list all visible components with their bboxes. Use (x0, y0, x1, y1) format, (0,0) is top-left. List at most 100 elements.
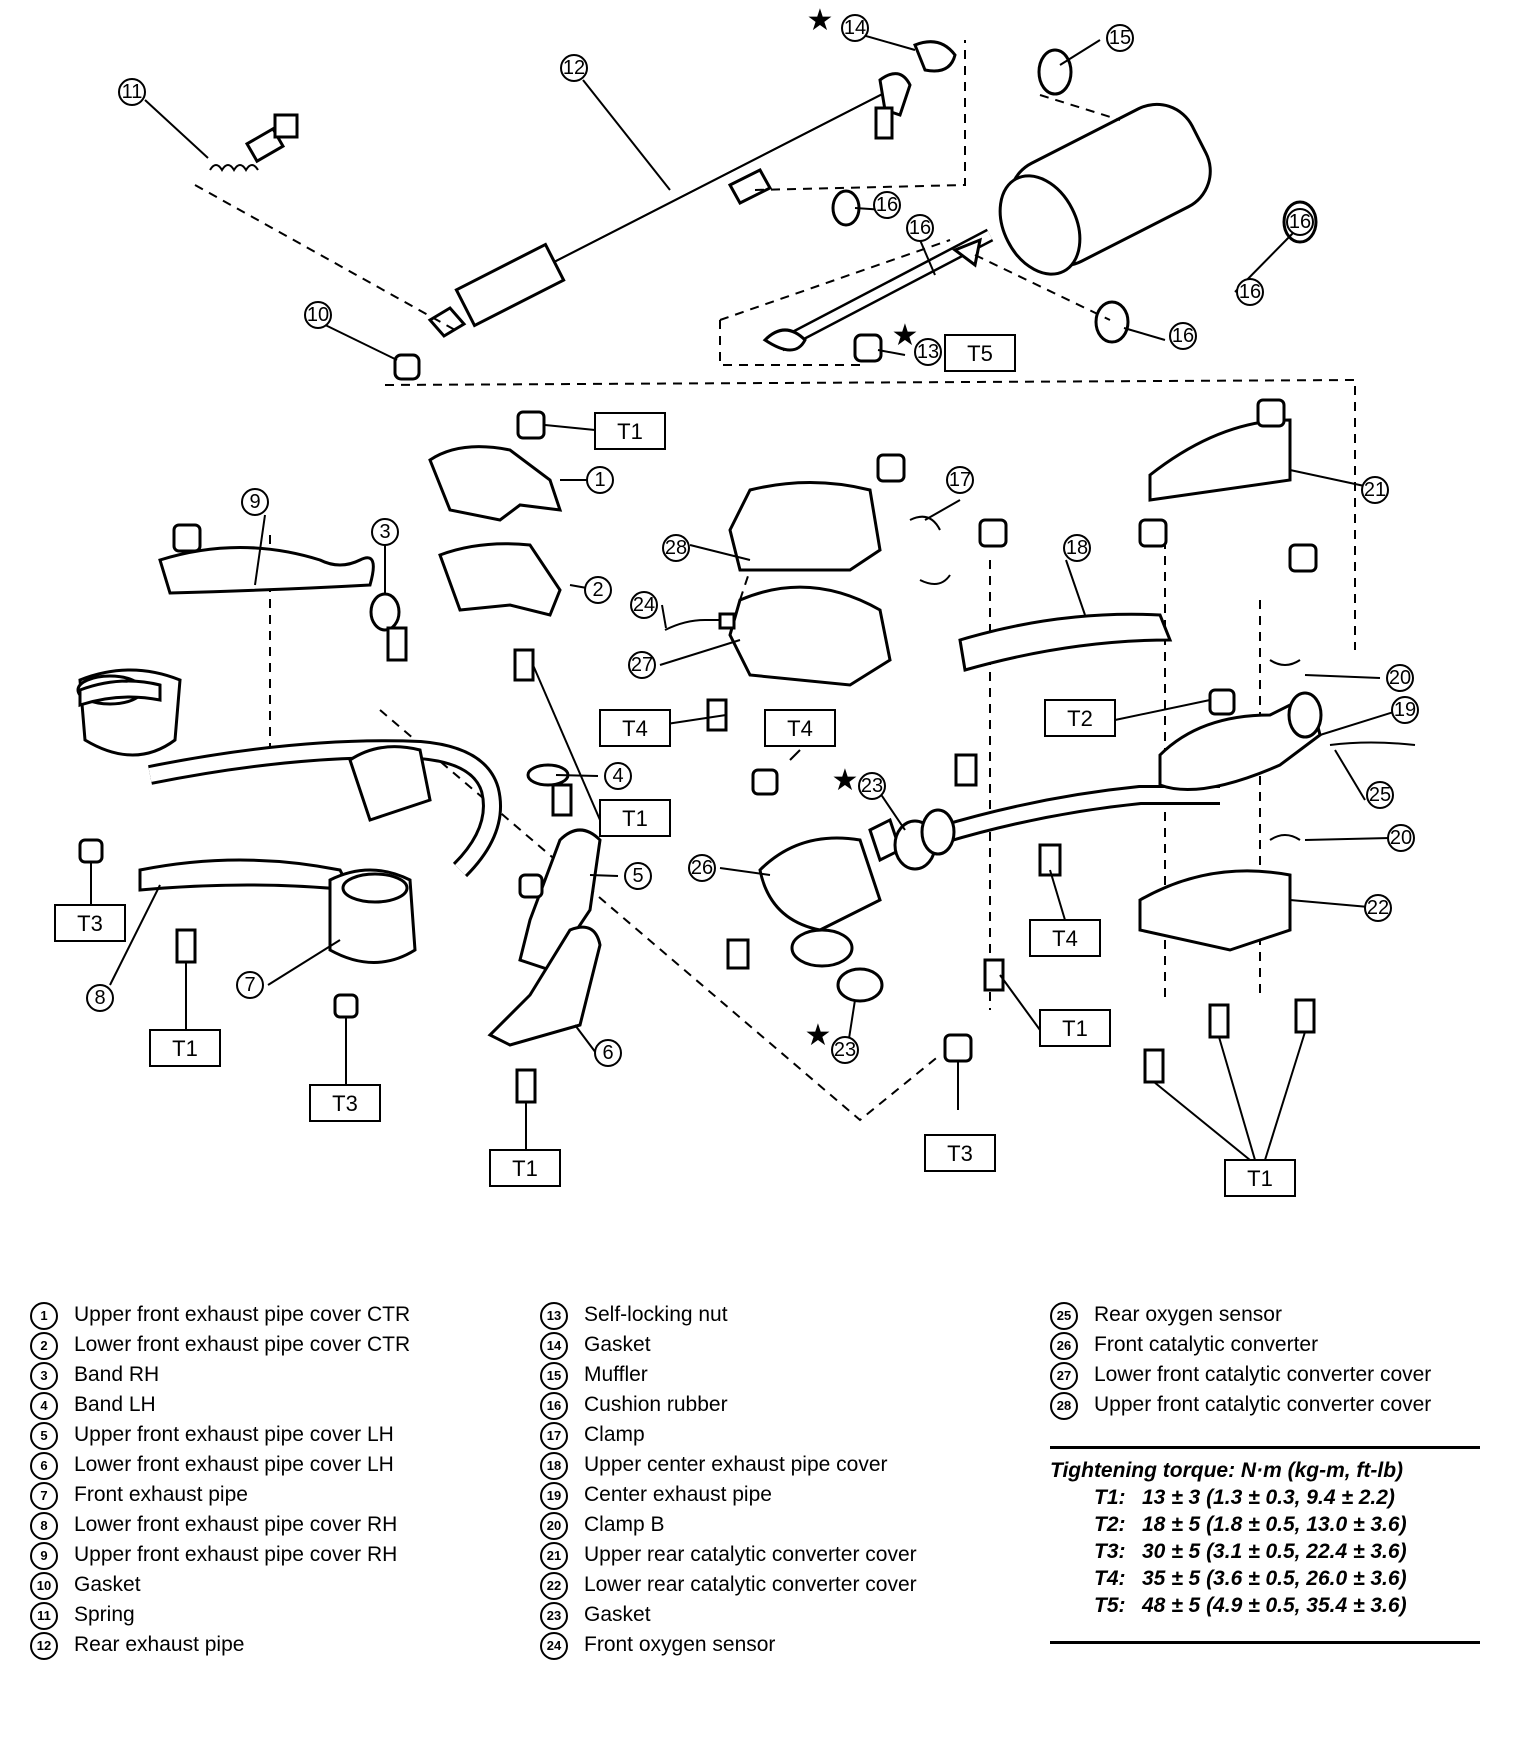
torque-box-frame (599, 709, 671, 747)
legend-item-number: 21 (540, 1542, 568, 1570)
legend-item-label: Lower front catalytic converter cover (1094, 1363, 1432, 1386)
torque-box-label: T3 (77, 911, 103, 936)
callout-number: 18 (1066, 537, 1088, 559)
legend-item-number: 5 (30, 1422, 58, 1450)
legend-item-number: 26 (1050, 1332, 1078, 1360)
legend-item-number: 4 (30, 1392, 58, 1420)
callout: 24 (630, 591, 658, 619)
rear-oxygen-sensor (1329, 741, 1416, 746)
torque-box-frame (489, 1149, 561, 1187)
callout: 27 (628, 651, 656, 679)
callout-number: 15 (1109, 27, 1131, 49)
legend-item-label: Upper front exhaust pipe cover RH (74, 1543, 398, 1566)
callout-number: 23 (834, 1039, 856, 1061)
callout-circle (86, 984, 114, 1012)
legend-item-label: Cushion rubber (584, 1393, 728, 1416)
callout-number: 6 (602, 1042, 613, 1064)
callout-number: 3 (379, 521, 390, 543)
legend-item-label: Front catalytic converter (1094, 1333, 1319, 1356)
torque-box: T1 (1039, 1009, 1111, 1047)
callout-number: 4 (612, 765, 623, 787)
torque-box: T3 (309, 1084, 381, 1122)
callout-circle (630, 591, 658, 619)
front-exhaust-pipe (76, 546, 502, 964)
callout-circle (604, 762, 632, 790)
legend-item-label: Front oxygen sensor (584, 1633, 776, 1656)
callout-circle (906, 214, 934, 242)
callout-number: 12 (563, 57, 585, 79)
callout-circle (371, 518, 399, 546)
legend-item: 26 Front catalytic converter (1050, 1330, 1490, 1360)
torque-box: T2 (1044, 699, 1116, 737)
callout: 23 (858, 772, 886, 800)
torque-box: T3 (924, 1134, 996, 1172)
callout-circle (858, 772, 886, 800)
torque-box-label: T5 (967, 341, 993, 366)
front-oxygen-sensor (664, 619, 725, 631)
torque-spec-boxes: T1T1T1T1T1T1T1T2T3T3T3T4T4T4T5 (54, 334, 1296, 1197)
legend-item-number: 8 (30, 1512, 58, 1540)
callout-circle (831, 1036, 859, 1064)
callout-number: 16 (909, 217, 931, 239)
torque-box: T1 (594, 412, 666, 450)
gasket-10 (393, 353, 421, 381)
callout-number: 24 (633, 594, 655, 616)
torque-box: T4 (1029, 919, 1101, 957)
callout-number: 7 (244, 974, 255, 996)
legend-item-label: Lower front exhaust pipe cover RH (74, 1513, 398, 1536)
torque-value: 48 ± 5 (4.9 ± 0.5, 35.4 ± 3.6) (1142, 1594, 1407, 1617)
torque-row: T2:18 ± 5 (1.8 ± 0.5, 13.0 ± 3.6) (1050, 1511, 1480, 1538)
callout: 18 (1063, 534, 1091, 562)
callout: 7 (236, 971, 264, 999)
callout: 4 (604, 762, 632, 790)
legend-item-number: 25 (1050, 1302, 1078, 1330)
upper-front-exhaust-pipe-cover-ctr (428, 445, 563, 522)
callout-circle (560, 54, 588, 82)
torque-box-label: T1 (512, 1156, 538, 1181)
callout-number: 21 (1364, 479, 1386, 501)
self-locking-nut (853, 333, 883, 363)
exhaust-system-exploded-diagram: ★ ★ ★ ★ (54, 4, 1419, 1197)
muffler (762, 102, 1212, 352)
callout: 21 (1361, 476, 1389, 504)
torque-box: T3 (54, 904, 126, 942)
callout-circle (1391, 696, 1419, 724)
legend-item-label: Rear exhaust pipe (74, 1633, 245, 1656)
torque-value: 18 ± 5 (1.8 ± 0.5, 13.0 ± 3.6) (1142, 1513, 1407, 1536)
callout: 28 (662, 534, 690, 562)
callout: 10 (304, 301, 332, 329)
callout: 16 (873, 191, 901, 219)
callout: 20 (1387, 824, 1415, 852)
callout-number: 16 (1289, 211, 1311, 233)
callout-number: 13 (917, 341, 939, 363)
callout: 3 (371, 518, 399, 546)
callout-number: 16 (1239, 281, 1261, 303)
callout-number: 16 (1172, 325, 1194, 347)
callout: 5 (624, 862, 652, 890)
torque-box: T5 (944, 334, 1016, 372)
torque-code: T1: (1094, 1486, 1126, 1509)
callout-circle (1286, 208, 1314, 236)
spring-11 (209, 113, 299, 172)
legend-item-number: 17 (540, 1422, 568, 1450)
legend-item-label: Upper front exhaust pipe cover CTR (74, 1303, 411, 1326)
callout-circle (1366, 781, 1394, 809)
callout-circle (688, 854, 716, 882)
svg-text:★: ★ (805, 1019, 832, 1052)
callout-circle (594, 1039, 622, 1067)
callout-number: 22 (1367, 897, 1389, 919)
callout-circle (241, 488, 269, 516)
center-exhaust-pipe (920, 691, 1323, 856)
torque-box-label: T3 (947, 1141, 973, 1166)
callout: 17 (946, 466, 974, 494)
